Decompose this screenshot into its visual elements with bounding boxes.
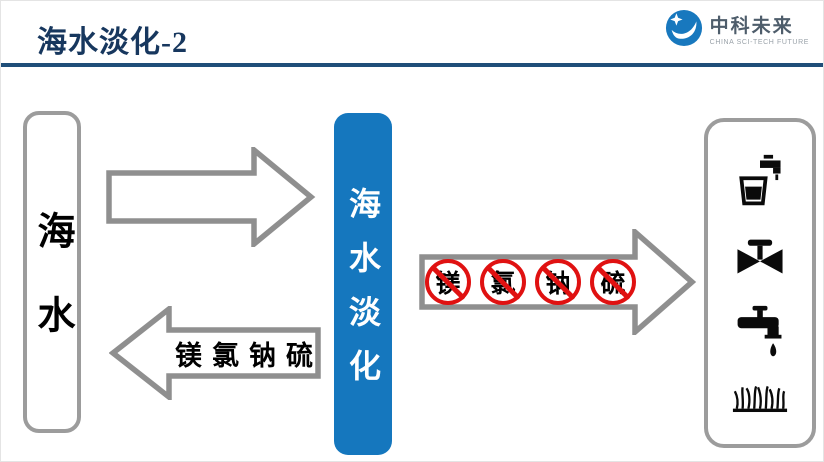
prohibition-ring-icon bbox=[535, 259, 581, 305]
no-sodium-sign: 钠 bbox=[535, 259, 581, 305]
logo-icon bbox=[665, 9, 702, 47]
reject-arrow-label: 镁氯钠硫 bbox=[171, 330, 317, 376]
header-divider bbox=[1, 63, 823, 67]
logo-text: 中科未来 CHINA SCI-TECH FUTURE bbox=[710, 11, 809, 46]
grass-icon bbox=[732, 385, 788, 412]
no-chlorine-sign: 氯 bbox=[480, 259, 526, 305]
cup-faucet-icon bbox=[739, 155, 781, 206]
desalination-box: 海水淡化 bbox=[334, 113, 392, 455]
valve-icon bbox=[737, 239, 783, 274]
seawater-label: 海水 bbox=[31, 211, 73, 379]
desalination-label: 海水淡化 bbox=[345, 187, 381, 403]
logo-subtitle: CHINA SCI-TECH FUTURE bbox=[709, 38, 809, 46]
prohibition-ring-icon bbox=[590, 259, 636, 305]
logo: 中科未来 CHINA SCI-TECH FUTURE bbox=[665, 9, 809, 47]
reject-minerals-text: 镁氯钠硫 bbox=[175, 340, 323, 371]
prohibition-ring-icon bbox=[480, 259, 526, 305]
freshwater-uses-box bbox=[704, 118, 816, 448]
prohibition-ring-icon bbox=[425, 259, 471, 305]
feed-arrow bbox=[106, 147, 316, 247]
faucet-drip-icon bbox=[737, 306, 782, 357]
seawater-box: 海水 bbox=[23, 111, 81, 433]
reject-arrow bbox=[109, 306, 321, 400]
page-title: 海水淡化-2 bbox=[37, 26, 188, 59]
no-magnesium-sign: 镁 bbox=[425, 259, 471, 305]
no-sulfur-sign: 硫 bbox=[590, 259, 636, 305]
logo-name: 中科未来 bbox=[709, 15, 794, 37]
